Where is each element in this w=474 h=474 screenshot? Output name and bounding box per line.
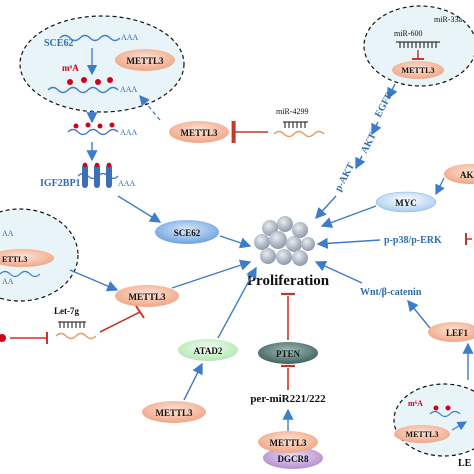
- m6a-dot: [67, 79, 73, 85]
- le-partial-label: LE: [458, 458, 472, 469]
- m6a-dot: [107, 77, 113, 83]
- mir600-label: miR-600: [394, 29, 422, 38]
- arrow-mid-mettl3-to-proliferation: [171, 259, 252, 289]
- aaa-label-4: AAA: [118, 179, 136, 188]
- mettl3-mir4299-label: METTL3: [180, 128, 218, 138]
- mettl3-tr-cloud-label: METTL3: [402, 66, 435, 75]
- mettl3-mid-left-node: [115, 285, 179, 307]
- egfr-label: EGFR: [373, 89, 396, 119]
- bottom-right-cloud: m⁶A METTL3 LE: [393, 383, 474, 469]
- mir33a-label: miR-33a: [434, 15, 462, 24]
- mettl3-mir4299-node: [169, 121, 229, 143]
- sce62-node: [155, 220, 219, 244]
- myc-label: MYC: [395, 198, 417, 208]
- dashed-arrow-mettl3-to-cloud: [139, 95, 161, 121]
- proliferation-label: Proliferation: [247, 273, 330, 289]
- sce62-top-label: SCE62: [44, 38, 73, 49]
- p38-erk-label: p-p38/p-ERK: [384, 235, 442, 246]
- aaa-left-2: AA: [2, 277, 14, 286]
- dgcr8-label: DGCR8: [278, 454, 309, 464]
- m6a-br-label: m⁶A: [408, 399, 423, 408]
- mettl3-top-cloud-node: [115, 49, 175, 71]
- m6a-dot: [95, 79, 101, 85]
- lef1-label: LEF1: [446, 328, 469, 338]
- atad2-node: [178, 339, 238, 361]
- aaa-label-3: AAA: [120, 128, 138, 137]
- m6a-dot: [81, 77, 87, 83]
- arrow-wnt-to-proliferation: [314, 260, 363, 284]
- ak-partial-label: AK: [460, 170, 474, 180]
- atad2-label: ATAD2: [194, 346, 223, 356]
- pten-label: PTEN: [276, 349, 301, 359]
- rna-strand-methylated: [47, 86, 119, 94]
- let7g-label: Let-7g: [54, 306, 79, 316]
- methylated-rna: AAA: [67, 122, 138, 137]
- arrow-left-cloud-to-mettl3: [69, 269, 119, 292]
- mir-duplex-tr: [396, 41, 440, 48]
- lef1-node: [428, 322, 474, 342]
- arrow-p38-to-proliferation: [316, 237, 381, 249]
- arrow-pakt-to-proliferation: [315, 195, 337, 220]
- pten-node: [258, 342, 318, 364]
- mettl3-bottom-left-node: [142, 401, 206, 423]
- arrow-igf2bp1-to-sce62: [117, 195, 162, 223]
- dgcr8-node: [263, 447, 323, 469]
- ak-partial-node: [444, 164, 474, 184]
- red-dot-left: [0, 334, 6, 342]
- igf2bp1-label: IGF2BP1: [40, 178, 81, 189]
- mettl3-br-label: METTL3: [406, 430, 439, 439]
- let7g-duplex: [58, 321, 86, 328]
- wnt-label: Wnt/β-catenin: [360, 287, 422, 298]
- mettl3-bottom-left-label: METTL3: [155, 408, 193, 418]
- aaa-left-1: AA: [2, 229, 14, 238]
- mettl3-left-cloud-node: [0, 249, 54, 267]
- mettl3-mid-left-label: METTL3: [128, 292, 166, 302]
- arrow-cloud-to-egfr: [387, 83, 398, 100]
- arrow-myc-to-proliferation: [320, 205, 377, 228]
- p-akt-label: p-AKT: [333, 161, 357, 193]
- pre-mir221-label: per-miR221/222: [250, 393, 326, 405]
- mir4299-label: miR-4299: [276, 107, 308, 116]
- top-right-cloud: miR-600 miR-33a METTL3: [363, 5, 474, 87]
- mettl3-br-node: [394, 425, 450, 443]
- mettl3-top-cloud-label: METTL3: [126, 56, 164, 66]
- m6a-top-label: m⁶A: [62, 63, 79, 73]
- mettl3-tr-cloud-node: [392, 61, 444, 79]
- arrow-sce62-to-proliferation: [219, 235, 252, 249]
- akt-label: AKT: [359, 131, 379, 156]
- myc-node: [375, 191, 437, 213]
- arrow-atad2-to-proliferation: [217, 266, 257, 339]
- mettl3-bottom-node: [258, 431, 318, 453]
- top-left-cloud: SCE62 AAA METTL3 m⁶A AAA: [19, 15, 185, 113]
- mir4299-duplex: [283, 121, 308, 128]
- inhibit-let7g-mettl3: [99, 311, 141, 333]
- mettl3-bottom-label: METTL3: [269, 438, 307, 448]
- mettl3-left-cloud-label: ETTL3: [2, 255, 27, 264]
- sce62-node-label: SCE62: [174, 228, 201, 238]
- mir4299-target-rna: [273, 130, 325, 138]
- rna-strand-top: [59, 34, 121, 42]
- aaa-label-2: AAA: [120, 85, 138, 94]
- cell-cluster: [254, 216, 315, 266]
- aaa-label-1: AAA: [121, 33, 139, 42]
- igf2bp1-bound-rna: AAA: [77, 162, 136, 188]
- arrow-mettl3-to-atad2: [183, 362, 203, 401]
- left-cloud: AA ETTL3 AA: [0, 208, 79, 302]
